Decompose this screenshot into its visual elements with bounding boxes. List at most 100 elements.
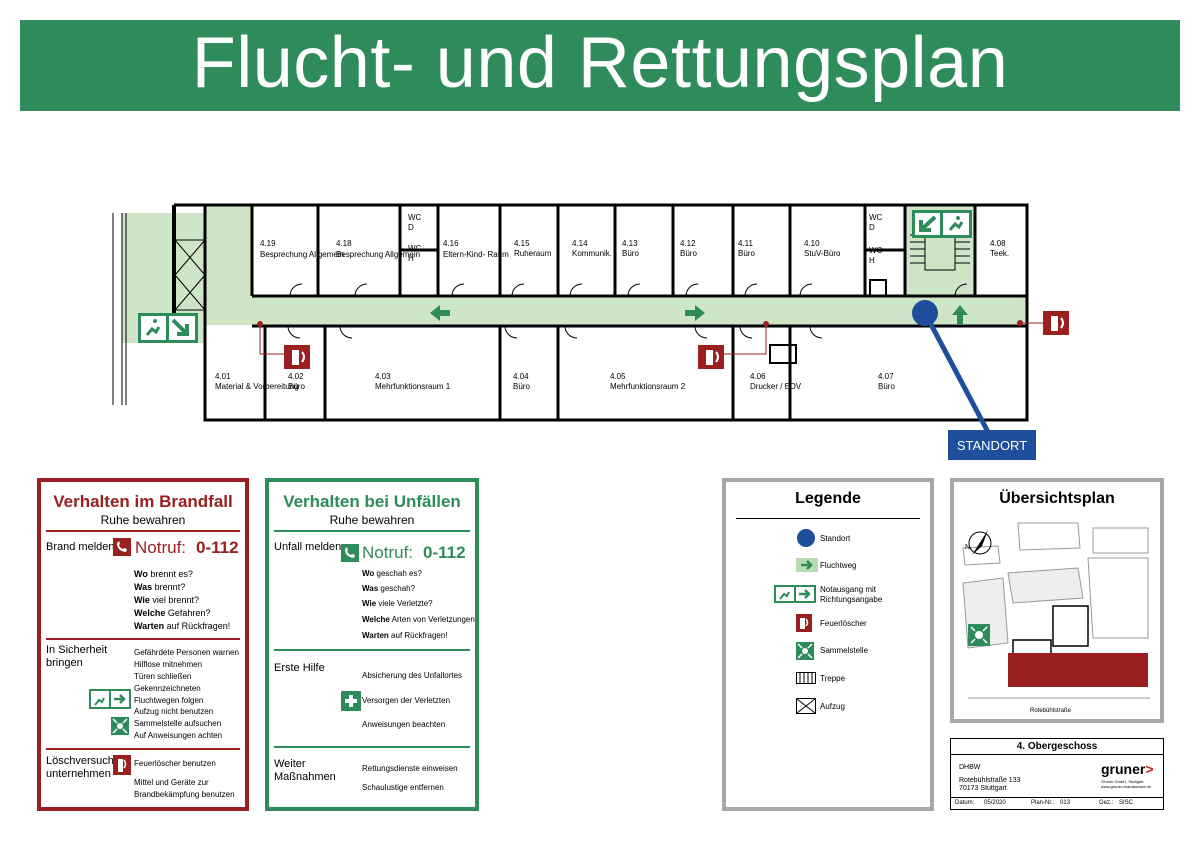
emergency-exit-icon [912, 210, 972, 238]
svg-text:4.15: 4.15 [514, 239, 530, 248]
fire-extinguisher-icon [1043, 311, 1069, 335]
emergency-exit-icon [774, 585, 816, 603]
page-title: Flucht- und Rettungsplan [20, 20, 1180, 111]
floor-plan: STANDORT 4.19 Besprechung Allgemein 4.18… [112, 203, 1069, 460]
erste-hilfe-label: Erste Hilfe [274, 662, 325, 674]
overview-panel: Übersichtsplan N Rotebühlstraße [950, 478, 1164, 723]
fire-extinguisher-icon [113, 755, 131, 775]
plan-title-block: 4. Obergeschoss DHBW Rotebühlstraße 133 … [950, 738, 1164, 810]
plan-nr-field: Plan-Nr.: 013 [1031, 800, 1071, 806]
org-label: DHBW [959, 764, 981, 771]
fire-question: Warten auf Rückfragen! [134, 621, 231, 631]
svg-text:H: H [869, 256, 875, 265]
fire-notruf: Notruf:0-112 [135, 538, 239, 557]
svg-text:Besprechung Allgemein: Besprechung Allgemein [336, 250, 420, 259]
fire-extinguisher-icon [284, 345, 310, 369]
overview-map [958, 518, 1156, 714]
accident-panel-title: Verhalten bei Unfällen [283, 492, 461, 511]
svg-text:Büro: Büro [738, 249, 755, 258]
svg-text:Büro: Büro [288, 382, 305, 391]
overview-title: Übersichtsplan [999, 490, 1115, 507]
floor-label: 4. Obergeschoss [951, 739, 1163, 755]
compass-icon [968, 531, 992, 555]
company-logo: gruner> [1101, 761, 1154, 777]
street-label: Rotebühlstraße [1030, 708, 1072, 714]
loesch-label: Löschversuch unternehmen [46, 755, 114, 780]
svg-text:Büro: Büro [513, 382, 530, 391]
datum-field: Datum: 05/2020 [955, 800, 1006, 806]
svg-text:Eltern-Kind- Raum: Eltern-Kind- Raum [443, 250, 509, 259]
phone-icon [341, 544, 359, 562]
svg-text:D: D [408, 223, 414, 232]
svg-text:4.11: 4.11 [738, 239, 754, 248]
svg-text:4.06: 4.06 [750, 372, 766, 381]
svg-text:Büro: Büro [878, 382, 895, 391]
svg-text:Mehrfunktionsraum 2: Mehrfunktionsraum 2 [610, 382, 686, 391]
legend-panel: Legende Standort Fluchtweg Notausgang mi… [722, 478, 934, 811]
svg-text:4.12: 4.12 [680, 239, 696, 248]
svg-text:D: D [869, 223, 875, 232]
svg-text:Drucker / EDV: Drucker / EDV [750, 382, 802, 391]
standort-dot-icon [797, 529, 815, 547]
svg-text:WC: WC [408, 244, 422, 253]
fire-behavior-panel: Verhalten im Brandfall Ruhe bewahren Bra… [37, 478, 249, 811]
fluchtweg-arrow-icon [952, 305, 968, 325]
fluchtweg-arrow-icon [685, 305, 705, 321]
fire-panel-title: Verhalten im Brandfall [53, 492, 233, 511]
assembly-point-icon [796, 642, 814, 660]
fire-question: Wie viel brennt? [134, 595, 199, 605]
svg-text:Besprechung Allgemein: Besprechung Allgemein [260, 250, 344, 259]
svg-text:4.04: 4.04 [513, 372, 529, 381]
fire-panel-subtitle: Ruhe bewahren [100, 513, 186, 527]
svg-text:4.03: 4.03 [375, 372, 391, 381]
accident-behavior-panel: Verhalten bei Unfällen Ruhe bewahren Unf… [265, 478, 479, 811]
accident-notruf: Notruf:0-112 [362, 543, 466, 562]
svg-text:4.14: 4.14 [572, 239, 588, 248]
fire-question: Welche Gefahren? [134, 608, 211, 618]
svg-text:Kommunik.: Kommunik. [572, 249, 612, 258]
gez-field: Gez.: SISC [1099, 800, 1134, 806]
svg-text:4.05: 4.05 [610, 372, 626, 381]
emergency-exit-icon [138, 313, 198, 343]
svg-text:StuV-Büro: StuV-Büro [804, 249, 841, 258]
svg-text:Ruheraum: Ruheraum [514, 249, 552, 258]
svg-text:WC: WC [869, 213, 883, 222]
svg-text:Material & Vorbereitung: Material & Vorbereitung [215, 382, 299, 391]
svg-text:4.07: 4.07 [878, 372, 894, 381]
corridor [252, 296, 1027, 326]
svg-text:4.13: 4.13 [622, 239, 638, 248]
fluchtweg-arrow-icon [430, 305, 450, 321]
fire-question: Was brennt? [134, 582, 186, 592]
legend-title: Legende [795, 490, 861, 507]
svg-text:H: H [408, 254, 414, 263]
fluchtweg-arrow-icon [796, 558, 818, 572]
fire-extinguisher-icon [698, 345, 724, 369]
sicherheit-label: In Sicherheit bringen [46, 644, 108, 669]
fire-extinguisher-icon [796, 614, 812, 632]
svg-text:4.02: 4.02 [288, 372, 304, 381]
brand-melden-label: Brand melden [46, 541, 115, 553]
svg-text:4.16: 4.16 [443, 239, 459, 248]
weiter-label: Weiter Maßnahmen [274, 758, 336, 783]
standort-marker [912, 300, 1036, 460]
first-aid-icon [341, 691, 361, 711]
emergency-exit-icon [89, 689, 131, 709]
svg-text:4.10: 4.10 [804, 239, 820, 248]
svg-text:4.19: 4.19 [260, 239, 276, 248]
svg-text:WC: WC [869, 246, 883, 255]
stairs-icon [796, 672, 816, 684]
north-label: N [965, 544, 971, 551]
unfall-melden-label: Unfall melden [274, 541, 342, 553]
elevator-icon [796, 698, 816, 714]
accident-panel-subtitle: Ruhe bewahren [329, 513, 415, 527]
assembly-point-icon [111, 717, 129, 735]
svg-text:Teek.: Teek. [990, 249, 1009, 258]
svg-text:4.01: 4.01 [215, 372, 231, 381]
svg-text:4.18: 4.18 [336, 239, 352, 248]
svg-text:Mehrfunktionsraum 1: Mehrfunktionsraum 1 [375, 382, 451, 391]
standort-label: STANDORT [957, 438, 1027, 453]
svg-text:Büro: Büro [680, 249, 697, 258]
fire-question: Wo brennt es? [134, 569, 193, 579]
svg-text:Büro: Büro [622, 249, 639, 258]
svg-text:4.08: 4.08 [990, 239, 1006, 248]
